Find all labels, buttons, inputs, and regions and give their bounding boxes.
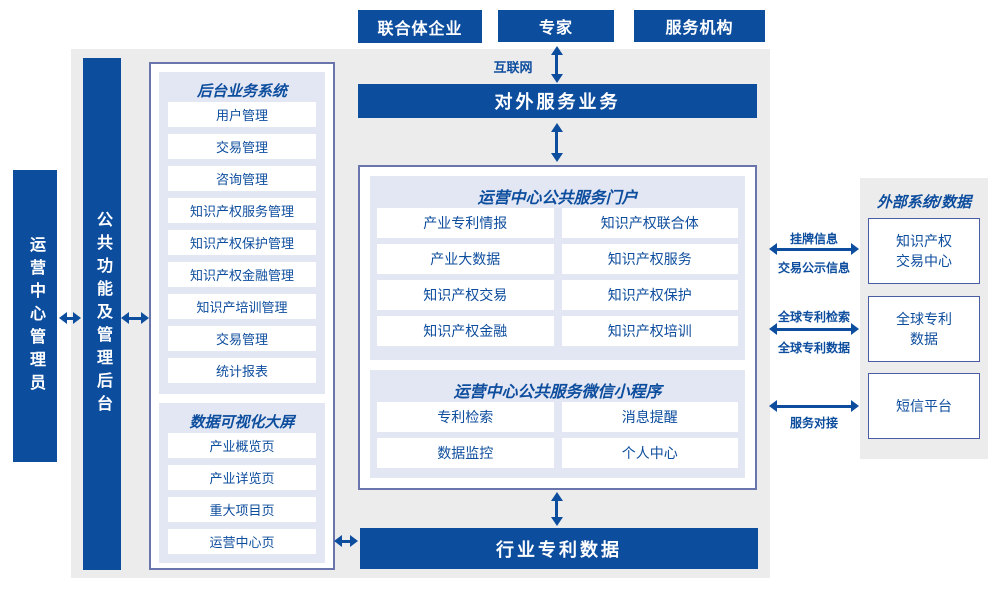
backend-item: 知识产权金融管理: [168, 262, 316, 287]
miniprogram-item: 专利检索: [377, 402, 554, 432]
vertical-bar-label: 公共功能及管理后台: [94, 210, 111, 418]
dashboard-item: 重大项目页: [168, 497, 316, 522]
double-arrow-horizontal-icon: [769, 400, 859, 412]
miniprogram-panel: 运营中心公共服务微信小程序 专利检索 消息提醒 数据监控 个人中心: [370, 370, 745, 478]
link-label-service-docking: 服务对接: [789, 416, 838, 430]
actor-expert: 专家: [498, 10, 614, 42]
portal-item: 知识产权培训: [561, 316, 738, 346]
internet-label: 互联网: [493, 60, 533, 75]
actor-label: 专家: [538, 20, 573, 37]
double-arrow-horizontal-icon: [334, 535, 358, 547]
external-box-ip-exchange: 知识产权 交易中心: [868, 218, 980, 284]
backend-item: 知识产权保护管理: [168, 230, 316, 255]
external-box-global-patent-data: 全球专利 数据: [868, 296, 980, 362]
backend-item: 交易管理: [168, 134, 316, 159]
panel-title: 运营中心公共服务门户: [477, 190, 638, 207]
backend-item: 统计报表: [168, 358, 316, 383]
double-arrow-horizontal-icon: [769, 243, 859, 255]
backend-item: 咨询管理: [168, 166, 316, 191]
portal-item: 产业大数据: [377, 244, 554, 274]
portal-item: 知识产权服务: [561, 244, 738, 274]
backend-container: 后台业务系统 用户管理 交易管理 咨询管理 知识产权服务管理 知识产权保护管理 …: [149, 62, 335, 570]
backend-item: 知识产权服务管理: [168, 198, 316, 223]
panel-title: 后台业务系统: [196, 83, 287, 100]
link-label-global-patent-data: 全球专利数据: [777, 341, 850, 355]
miniprogram-item: 消息提醒: [561, 402, 738, 432]
double-arrow-vertical-icon: [550, 123, 563, 162]
panel-title: 运营中心公共服务微信小程序: [453, 384, 662, 401]
dashboard-panel: 数据可视化大屏 产业概览页 产业详览页 重大项目页 运营中心页: [159, 403, 325, 563]
miniprogram-item: 数据监控: [377, 438, 554, 468]
bar-label: 对外服务业务: [494, 92, 621, 112]
public-function-management-bar: 公共功能及管理后台: [83, 58, 121, 570]
actor-consortium-enterprise: 联合体企业: [358, 10, 482, 43]
dashboard-item: 产业详览页: [168, 465, 316, 490]
external-box-sms-platform: 短信平台: [868, 373, 980, 439]
double-arrow-horizontal-icon: [769, 323, 859, 335]
panel-title: 数据可视化大屏: [189, 414, 295, 431]
double-arrow-horizontal-icon: [121, 312, 149, 324]
backend-system-panel: 后台业务系统 用户管理 交易管理 咨询管理 知识产权服务管理 知识产权保护管理 …: [159, 72, 325, 394]
miniprogram-item: 个人中心: [561, 438, 738, 468]
industry-patent-data-bar: 行业专利数据: [360, 528, 758, 569]
double-arrow-vertical-icon: [550, 46, 563, 83]
backend-item: 用户管理: [168, 102, 316, 127]
operation-center-container: 运营中心公共服务门户 产业专利情报 知识产权联合体 产业大数据 知识产权服务 知…: [358, 165, 757, 490]
dashboard-item: 运营中心页: [168, 529, 316, 554]
link-label-global-patent-search: 全球专利检索: [777, 310, 850, 324]
link-label-trade-public-info: 交易公示信息: [777, 261, 850, 275]
operation-center-admin-bar: 运营中心管理员: [13, 170, 57, 462]
backend-item: 知识产培训管理: [168, 294, 316, 319]
actor-label: 服务机构: [665, 20, 734, 37]
portal-item: 产业专利情报: [377, 208, 554, 238]
dashboard-item: 产业概览页: [168, 433, 316, 458]
portal-panel: 运营中心公共服务门户 产业专利情报 知识产权联合体 产业大数据 知识产权服务 知…: [370, 176, 745, 360]
actor-label: 联合体企业: [377, 20, 463, 38]
actor-service-agency: 服务机构: [634, 10, 765, 42]
portal-item: 知识产权金融: [377, 316, 554, 346]
link-label-listing-info: 挂牌信息: [789, 232, 838, 246]
external-systems-title: 外部系统/数据: [876, 194, 972, 211]
portal-item: 知识产权联合体: [561, 208, 738, 238]
bar-label: 行业专利数据: [496, 539, 622, 560]
vertical-bar-label: 运营中心管理员: [27, 235, 44, 397]
portal-item: 知识产权保护: [561, 280, 738, 310]
portal-item: 知识产权交易: [377, 280, 554, 310]
backend-item: 交易管理: [168, 326, 316, 351]
double-arrow-vertical-icon: [550, 492, 563, 526]
external-service-bar: 对外服务业务: [358, 84, 757, 118]
double-arrow-horizontal-icon: [59, 312, 81, 324]
